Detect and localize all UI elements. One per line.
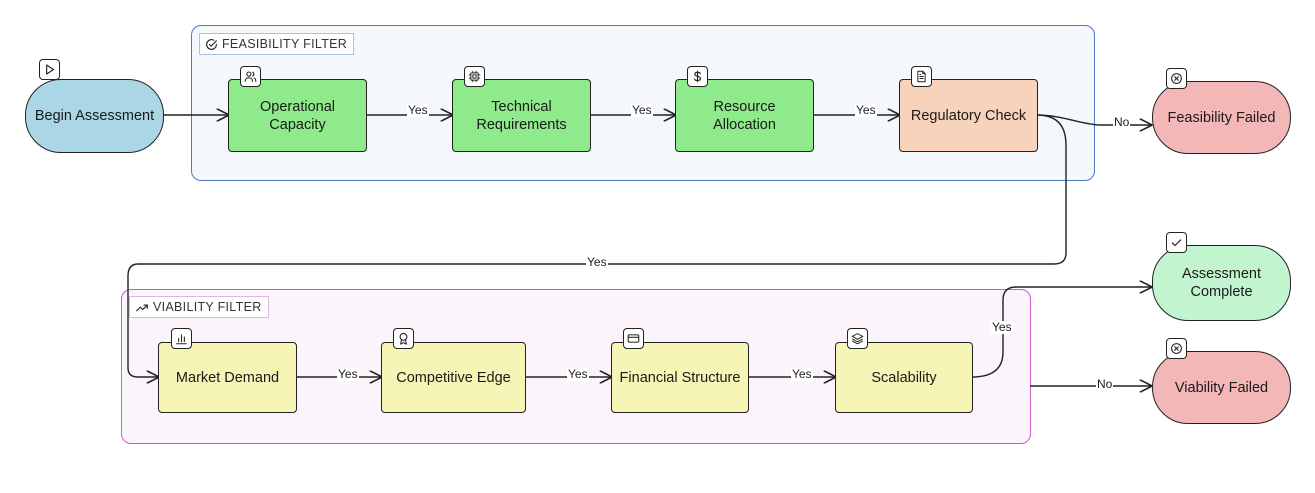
cpu-icon bbox=[464, 66, 485, 87]
feasibility-failed-node[interactable]: Feasibility Failed bbox=[1152, 81, 1291, 154]
financial-structure-node[interactable]: Financial Structure bbox=[611, 342, 749, 413]
award-icon bbox=[393, 328, 414, 349]
check-circle-icon bbox=[206, 38, 217, 50]
credit-card-icon bbox=[623, 328, 644, 349]
document-icon bbox=[911, 66, 932, 87]
edge-label-scal-complete: Yes bbox=[991, 320, 1013, 334]
x-circle-icon bbox=[1166, 68, 1187, 89]
edge-label-reg-market: Yes bbox=[586, 255, 608, 269]
check-icon bbox=[1166, 232, 1187, 253]
edge-label-tech-res: Yes bbox=[631, 103, 653, 117]
scalability-node[interactable]: Scalability bbox=[835, 342, 973, 413]
feasibility-filter-label: FEASIBILITY FILTER bbox=[199, 33, 355, 55]
play-icon bbox=[39, 59, 60, 80]
technical-requirements-node[interactable]: Technical Requirements bbox=[452, 79, 591, 152]
dollar-icon bbox=[687, 66, 708, 87]
users-icon bbox=[240, 66, 261, 87]
viability-failed-node[interactable]: Viability Failed bbox=[1152, 351, 1291, 424]
competitive-edge-node[interactable]: Competitive Edge bbox=[381, 342, 526, 413]
bar-chart-icon bbox=[171, 328, 192, 349]
layers-icon bbox=[847, 328, 868, 349]
edge-label-market-comp: Yes bbox=[337, 367, 359, 381]
edge-scalability-complete bbox=[971, 287, 1151, 378]
trending-up-icon bbox=[136, 303, 148, 311]
edge-label-op-tech: Yes bbox=[407, 103, 429, 117]
x-circle-icon bbox=[1166, 338, 1187, 359]
edge-label-reg-fail: No bbox=[1113, 115, 1131, 129]
begin-assessment-node[interactable]: Begin Assessment bbox=[25, 79, 164, 153]
edge-label-fin-scal: Yes bbox=[791, 367, 813, 381]
operational-capacity-node[interactable]: Operational Capacity bbox=[228, 79, 367, 152]
edge-label-res-reg: Yes bbox=[855, 103, 877, 117]
market-demand-node[interactable]: Market Demand bbox=[158, 342, 297, 413]
edge-label-scal-fail: No bbox=[1096, 377, 1114, 391]
assessment-complete-node[interactable]: Assessment Complete bbox=[1152, 245, 1291, 321]
resource-allocation-node[interactable]: Resource Allocation bbox=[675, 79, 814, 152]
regulatory-check-node[interactable]: Regulatory Check bbox=[899, 79, 1038, 152]
edge-regulatory-market bbox=[127, 114, 1067, 377]
viability-filter-label: VIABILITY FILTER bbox=[129, 296, 269, 318]
edge-regulatory-feasibility-failed bbox=[1036, 114, 1151, 125]
edge-label-comp-fin: Yes bbox=[567, 367, 589, 381]
